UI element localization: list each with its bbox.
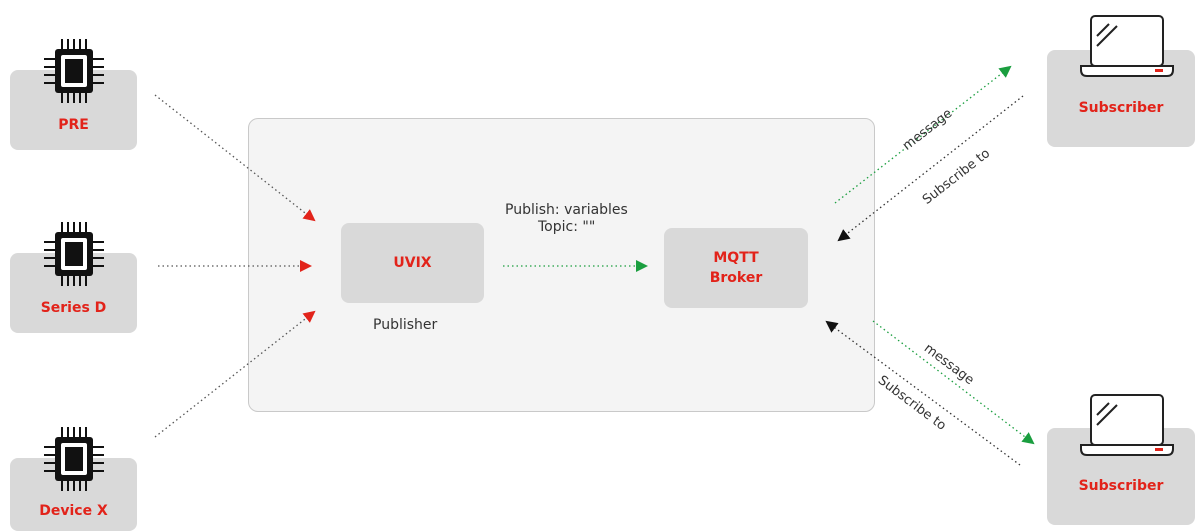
subscriber-label-top: Subscriber [1078, 100, 1164, 116]
publish-text-line2: Topic: "" [538, 219, 596, 235]
broker-label-line1: MQTT [713, 250, 759, 266]
publisher-label: UVIX [393, 255, 432, 271]
arrow-subscriber-top-to-broker [837, 95, 1024, 242]
device-label-series-d: Series D [40, 300, 107, 316]
arrow-subscriber-bottom-to-broker [825, 320, 1021, 466]
arrow-pre-to-uvix [154, 94, 316, 222]
publish-text-line1: Publish: variables [505, 202, 628, 218]
arrow-broker-to-subscriber-bottom [872, 320, 1035, 445]
subscriber-label-bottom: Subscriber [1078, 478, 1164, 494]
publisher-box [341, 223, 484, 303]
arrow-broker-to-subscriber-top [834, 65, 1012, 204]
chip-icon [44, 427, 104, 491]
device-label-device-x: Device X [39, 503, 108, 519]
chip-icon [44, 222, 104, 286]
broker-box [664, 228, 808, 308]
laptop-icon [1080, 394, 1174, 456]
arrow-device-x-to-uvix [154, 310, 316, 438]
broker-label-line2: Broker [709, 270, 763, 286]
device-label-pre: PRE [58, 117, 89, 133]
publisher-caption: Publisher [373, 317, 438, 333]
laptop-icon [1080, 15, 1174, 77]
chip-icon [44, 39, 104, 103]
